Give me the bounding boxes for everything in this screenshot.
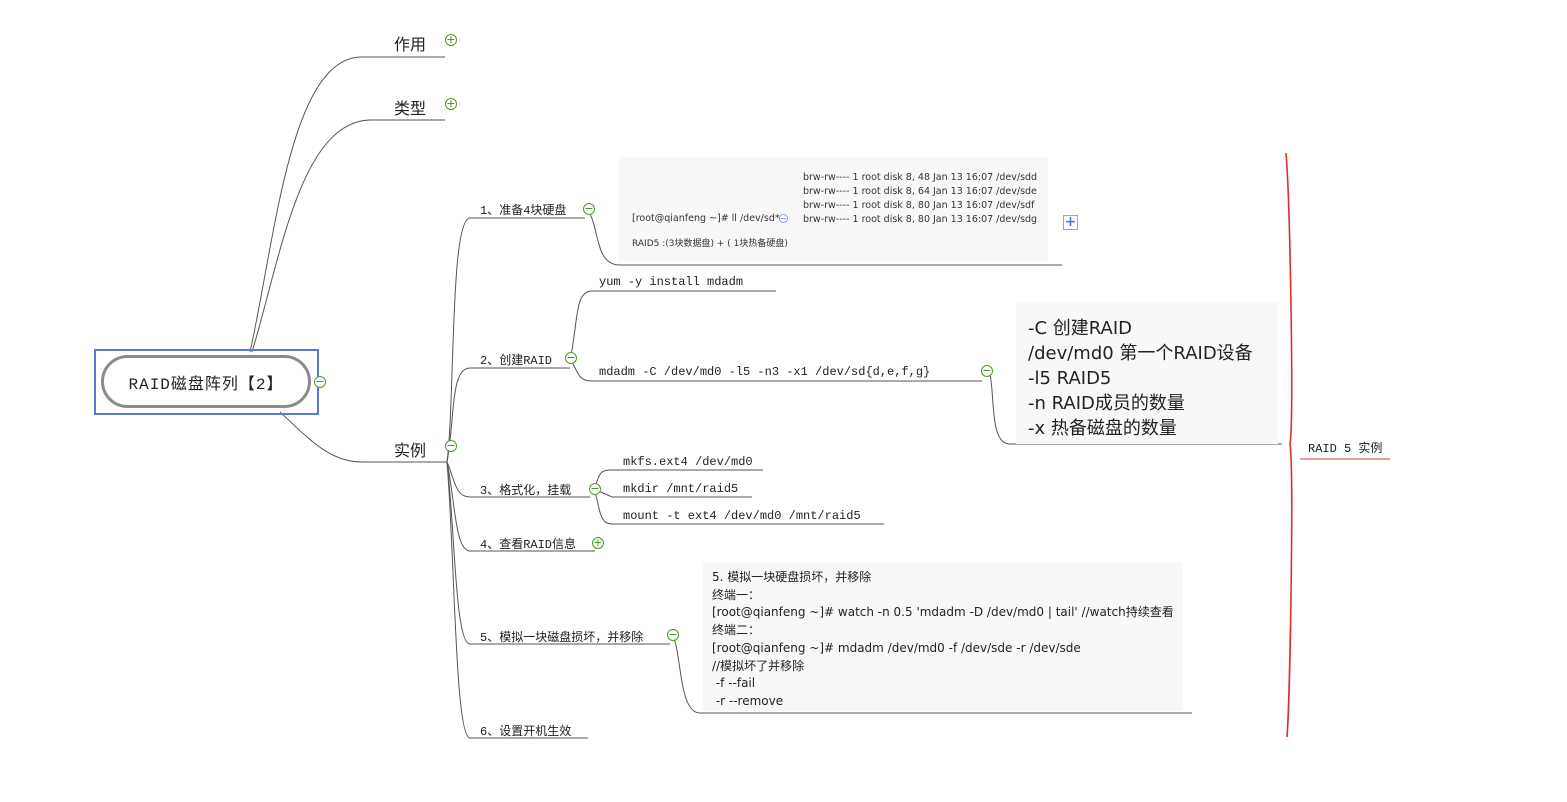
root-collapse-icon[interactable]: − xyxy=(314,375,326,388)
root-node-frame[interactable]: RAID磁盘阵列【2】 xyxy=(94,349,319,415)
step-6[interactable]: 6、设置开机生效 xyxy=(480,725,572,739)
step1-listing-line: brw-rw---- 1 root disk 8, 80 Jan 13 16:0… xyxy=(803,214,1038,225)
step1-note: RAID5 :(3块数据盘) + ( 1块热备硬盘) xyxy=(632,239,788,249)
step5-line: -r --remove xyxy=(712,694,784,708)
step5-card[interactable] xyxy=(703,563,1183,711)
collapse-icon-shili[interactable]: − xyxy=(445,439,457,452)
explain-line: -C 创建RAID xyxy=(1028,318,1133,339)
step-5[interactable]: 5、模拟一块磁盘损坏，并移除 xyxy=(480,631,644,645)
step-3[interactable]: 3、格式化，挂载 xyxy=(480,484,572,498)
branch-shili[interactable]: 实例 xyxy=(394,441,427,460)
collapse-icon-step5[interactable]: − xyxy=(667,628,679,641)
collapse-icon-step1[interactable]: − xyxy=(583,202,595,215)
collapse-icon-create-cmd[interactable]: − xyxy=(981,364,993,377)
collapse-icon-step3[interactable]: − xyxy=(589,482,601,495)
step3-mkdir-cmd[interactable]: mkdir /mnt/raid5 xyxy=(623,482,739,496)
step1-collapse-icon[interactable]: − xyxy=(779,214,788,223)
collapse-icon-step2[interactable]: − xyxy=(565,351,577,364)
step2-explain-card[interactable] xyxy=(1016,302,1278,444)
expand-icon-step4[interactable]: + xyxy=(592,536,604,549)
step1-command: [root@qianfeng ~]# ll /dev/sd* xyxy=(632,213,780,224)
step1-listing-line: brw-rw---- 1 root disk 8, 80 Jan 13 16:0… xyxy=(803,200,1035,211)
expand-icon-zuoyong[interactable]: + xyxy=(445,33,457,46)
expand-icon-leixing[interactable]: + xyxy=(445,97,457,110)
step2-create-cmd[interactable]: mdadm -C /dev/md0 -l5 -n3 -x1 /dev/sd{d,… xyxy=(599,365,931,379)
step1-card[interactable] xyxy=(618,157,1048,261)
branch-zuoyong[interactable]: 作用 xyxy=(394,35,427,54)
step1-listing-line: brw-rw---- 1 root disk 8, 48 Jan 13 16:0… xyxy=(803,172,1038,183)
step5-line: 终端一： xyxy=(712,588,761,602)
step3-mkfs-cmd[interactable]: mkfs.ext4 /dev/md0 xyxy=(623,455,753,469)
step2-install-cmd[interactable]: yum -y install mdadm xyxy=(599,275,744,289)
explain-line: /dev/md0 第一个RAID设备 xyxy=(1028,343,1253,364)
step3-mount-cmd[interactable]: mount -t ext4 /dev/md0 /mnt/raid5 xyxy=(623,509,861,523)
step5-line: [root@qianfeng ~]# watch -n 0.5 'mdadm -… xyxy=(712,605,1174,619)
explain-line: -n RAID成员的数量 xyxy=(1028,393,1185,414)
boundary-bracket xyxy=(1285,152,1293,738)
explain-line: -l5 RAID5 xyxy=(1028,368,1112,389)
step-1[interactable]: 1、准备4块硬盘 xyxy=(480,204,567,218)
step-2[interactable]: 2、创建RAID xyxy=(480,354,553,368)
boundary-label[interactable]: RAID 5 实例 xyxy=(1308,442,1383,456)
step5-line: //模拟坏了并移除 xyxy=(712,659,805,673)
root-node-label[interactable]: RAID磁盘阵列【2】 xyxy=(101,355,311,408)
explain-line: -x 热备磁盘的数量 xyxy=(1028,418,1177,439)
add-topic-icon[interactable]: + xyxy=(1063,214,1078,230)
branch-leixing[interactable]: 类型 xyxy=(394,99,427,118)
step5-line: 5. 模拟一块硬盘损坏，并移除 xyxy=(712,570,872,584)
step5-line: [root@qianfeng ~]# mdadm /dev/md0 -f /de… xyxy=(712,641,1081,655)
step1-listing-line: brw-rw---- 1 root disk 8, 64 Jan 13 16:0… xyxy=(803,186,1037,197)
step5-line: 终端二： xyxy=(712,623,761,637)
step-4[interactable]: 4、查看RAID信息 xyxy=(480,538,577,552)
step5-line: -f --fail xyxy=(712,676,756,690)
